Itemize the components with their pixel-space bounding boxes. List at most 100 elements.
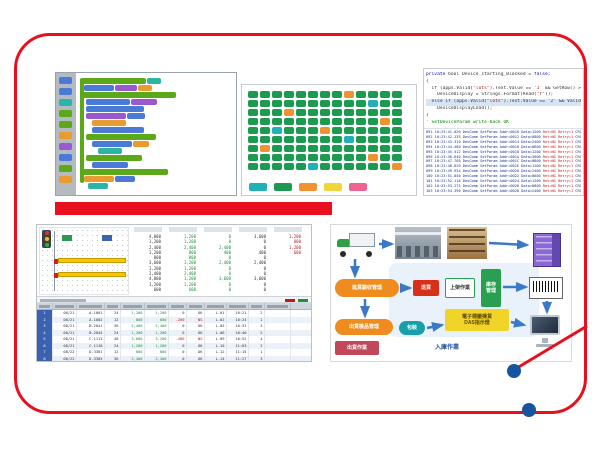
- status-cell-button[interactable]: [284, 136, 294, 143]
- status-cell-button[interactable]: [320, 118, 330, 125]
- status-cell-button[interactable]: [380, 127, 390, 134]
- status-cell-button[interactable]: [332, 136, 342, 143]
- status-cell-button[interactable]: [380, 136, 390, 143]
- status-cell-button[interactable]: [248, 145, 258, 152]
- status-cell-button[interactable]: [332, 118, 342, 125]
- code-block[interactable]: [84, 85, 114, 91]
- status-cell-button[interactable]: [380, 100, 390, 107]
- status-cell-button[interactable]: [380, 109, 390, 116]
- palette-block[interactable]: [59, 121, 72, 128]
- code-block[interactable]: [115, 176, 135, 182]
- status-cell-button[interactable]: [296, 145, 306, 152]
- status-cell-button[interactable]: [320, 109, 330, 116]
- code-block[interactable]: [127, 113, 145, 119]
- status-cell-button[interactable]: [332, 145, 342, 152]
- status-cell-button[interactable]: [260, 118, 270, 125]
- status-cell-button[interactable]: [392, 145, 402, 152]
- status-cell-button[interactable]: [344, 163, 354, 170]
- status-cell-button[interactable]: [272, 145, 282, 152]
- status-cell-button[interactable]: [356, 91, 366, 98]
- status-cell-button[interactable]: [320, 145, 330, 152]
- block-row[interactable]: [80, 92, 236, 98]
- status-cell-button[interactable]: [356, 145, 366, 152]
- status-cell-button[interactable]: [392, 118, 402, 125]
- status-cell-button[interactable]: [260, 100, 270, 107]
- status-cell-button[interactable]: [248, 91, 258, 98]
- status-cell-button[interactable]: [284, 118, 294, 125]
- status-cell-button[interactable]: [332, 91, 342, 98]
- status-cell-button[interactable]: [296, 100, 306, 107]
- legend-chip[interactable]: [274, 183, 292, 191]
- block-row[interactable]: [84, 85, 236, 91]
- legend-chip[interactable]: [299, 183, 317, 191]
- status-cell-button[interactable]: [308, 136, 318, 143]
- status-cell-button[interactable]: [392, 136, 402, 143]
- code-block[interactable]: [84, 176, 114, 182]
- status-cell-button[interactable]: [248, 154, 258, 161]
- status-cell-button[interactable]: [380, 118, 390, 125]
- block-row[interactable]: [92, 127, 236, 133]
- palette-block[interactable]: [59, 110, 72, 117]
- status-cell-button[interactable]: [260, 91, 270, 98]
- legend-chip[interactable]: [324, 183, 342, 191]
- status-cell-button[interactable]: [356, 100, 366, 107]
- status-cell-button[interactable]: [356, 163, 366, 170]
- status-cell-button[interactable]: [260, 163, 270, 170]
- status-cell-button[interactable]: [308, 91, 318, 98]
- status-cell-button[interactable]: [284, 100, 294, 107]
- status-cell-button[interactable]: [260, 154, 270, 161]
- code-block[interactable]: [80, 78, 146, 84]
- status-cell-button[interactable]: [368, 163, 378, 170]
- code-block[interactable]: [88, 183, 108, 189]
- status-cell-button[interactable]: [368, 118, 378, 125]
- status-cell-button[interactable]: [296, 163, 306, 170]
- code-block[interactable]: [86, 134, 156, 140]
- block-row[interactable]: [92, 141, 236, 147]
- status-cell-button[interactable]: [284, 145, 294, 152]
- status-cell-button[interactable]: [260, 145, 270, 152]
- status-cell-button[interactable]: [380, 154, 390, 161]
- code-block[interactable]: [86, 99, 130, 105]
- status-cell-button[interactable]: [392, 100, 402, 107]
- block-row[interactable]: [80, 169, 236, 175]
- block-row[interactable]: [92, 120, 236, 126]
- status-cell-button[interactable]: [356, 127, 366, 134]
- code-block[interactable]: [86, 155, 142, 161]
- code-block[interactable]: [86, 113, 126, 119]
- status-cell-button[interactable]: [392, 91, 402, 98]
- status-cell-button[interactable]: [320, 127, 330, 134]
- code-block[interactable]: [92, 141, 132, 147]
- block-row[interactable]: [86, 113, 236, 119]
- status-cell-button[interactable]: [368, 154, 378, 161]
- status-cell-button[interactable]: [296, 136, 306, 143]
- status-cell-button[interactable]: [296, 109, 306, 116]
- status-cell-button[interactable]: [272, 118, 282, 125]
- code-block[interactable]: [115, 85, 137, 91]
- legend-chip[interactable]: [349, 183, 367, 191]
- block-row[interactable]: [86, 106, 236, 112]
- block-row[interactable]: [86, 99, 236, 105]
- status-cell-button[interactable]: [284, 163, 294, 170]
- status-cell-button[interactable]: [296, 127, 306, 134]
- status-cell-button[interactable]: [368, 109, 378, 116]
- status-cell-button[interactable]: [356, 118, 366, 125]
- code-block[interactable]: [86, 106, 144, 112]
- status-cell-button[interactable]: [380, 145, 390, 152]
- block-row[interactable]: [86, 155, 236, 161]
- status-cell-button[interactable]: [308, 109, 318, 116]
- status-cell-button[interactable]: [320, 91, 330, 98]
- status-cell-button[interactable]: [320, 100, 330, 107]
- status-cell-button[interactable]: [332, 127, 342, 134]
- status-cell-button[interactable]: [368, 91, 378, 98]
- status-cell-button[interactable]: [356, 136, 366, 143]
- status-cell-button[interactable]: [248, 136, 258, 143]
- status-cell-button[interactable]: [320, 136, 330, 143]
- status-cell-button[interactable]: [308, 118, 318, 125]
- legend-chip[interactable]: [249, 183, 267, 191]
